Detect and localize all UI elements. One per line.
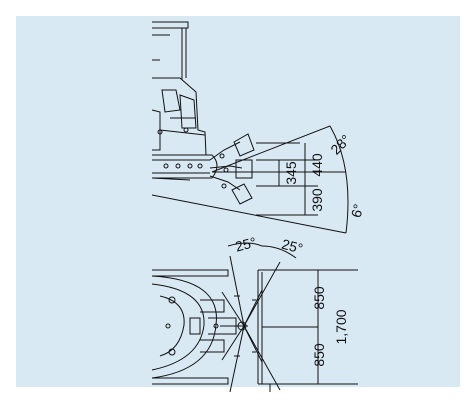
dim-label-440: 440 (309, 153, 325, 177)
dim-label-1700: 1,700 (333, 309, 349, 344)
angle-label-bottom: 6° (348, 202, 367, 219)
excavator-top-view (151, 255, 281, 393)
angle-label-top: 28° (327, 131, 353, 157)
dim-label-850-top: 850 (311, 286, 327, 310)
vertical-dimensions (256, 142, 318, 216)
dim-label-390: 390 (309, 188, 325, 212)
angle-label-right: 25° (280, 236, 305, 257)
angle-label-left: 25° (233, 234, 258, 255)
swing-angle-arcs (227, 242, 297, 259)
width-dimensions (257, 269, 358, 392)
dim-label-345: 345 (283, 161, 299, 185)
excavator-side-view (151, 21, 255, 205)
dim-label-850-bottom: 850 (311, 343, 327, 367)
